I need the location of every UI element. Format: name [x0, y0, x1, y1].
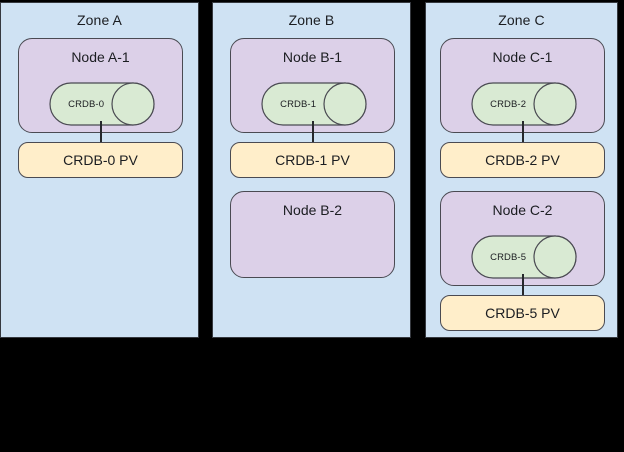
pv-crdb-2-label: CRDB-2 PV [485, 152, 560, 168]
node-a-1: Node A-1 CRDB-0 [18, 38, 183, 133]
node-c-1: Node C-1 CRDB-2 [440, 38, 605, 133]
connector-node-a-1-to-crdb-0-pv [100, 121, 102, 143]
database-cylinder-crdb-1: CRDB-1 [261, 82, 367, 126]
zone-c: Zone C Node C-1 CRDB-2 CRDB-2 PV Node C-… [425, 2, 618, 338]
node-c-2: Node C-2 CRDB-5 [440, 191, 605, 286]
connector-node-b-1-to-crdb-1-pv [312, 121, 314, 143]
pv-crdb-0-label: CRDB-0 PV [63, 152, 138, 168]
cylinder-shape-icon [471, 82, 577, 126]
cylinder-shape-icon [471, 235, 577, 279]
zone-a: Zone A Node A-1 CRDB-0 CRDB-0 PV [0, 2, 199, 338]
node-c-1-title: Node C-1 [492, 49, 553, 65]
connector-node-c-2-to-crdb-5-pv [522, 274, 524, 296]
cylinder-shape-icon [49, 82, 155, 126]
zone-b-title: Zone B [288, 12, 335, 28]
pv-crdb-2: CRDB-2 PV [440, 142, 605, 178]
database-cylinder-crdb-2: CRDB-2 [471, 82, 577, 126]
node-b-1-title: Node B-1 [282, 49, 343, 65]
pv-crdb-0: CRDB-0 PV [18, 142, 183, 178]
pv-crdb-5: CRDB-5 PV [440, 295, 605, 331]
pv-crdb-5-label: CRDB-5 PV [485, 305, 560, 321]
zone-a-title: Zone A [77, 12, 122, 28]
node-a-1-title: Node A-1 [71, 49, 130, 65]
database-cylinder-crdb-0: CRDB-0 [49, 82, 155, 126]
node-b-2: Node B-2 [230, 191, 395, 278]
cylinder-shape-icon [261, 82, 367, 126]
connector-node-c-1-to-crdb-2-pv [522, 121, 524, 143]
pv-crdb-1: CRDB-1 PV [230, 142, 395, 178]
pv-crdb-1-label: CRDB-1 PV [275, 152, 350, 168]
zone-b: Zone B Node B-1 CRDB-1 CRDB-1 PV Node B-… [212, 2, 411, 338]
database-cylinder-crdb-5: CRDB-5 [471, 235, 577, 279]
zone-c-title: Zone C [498, 12, 545, 28]
node-b-1: Node B-1 CRDB-1 [230, 38, 395, 133]
node-b-2-title: Node B-2 [282, 202, 343, 218]
node-c-2-title: Node C-2 [492, 202, 553, 218]
